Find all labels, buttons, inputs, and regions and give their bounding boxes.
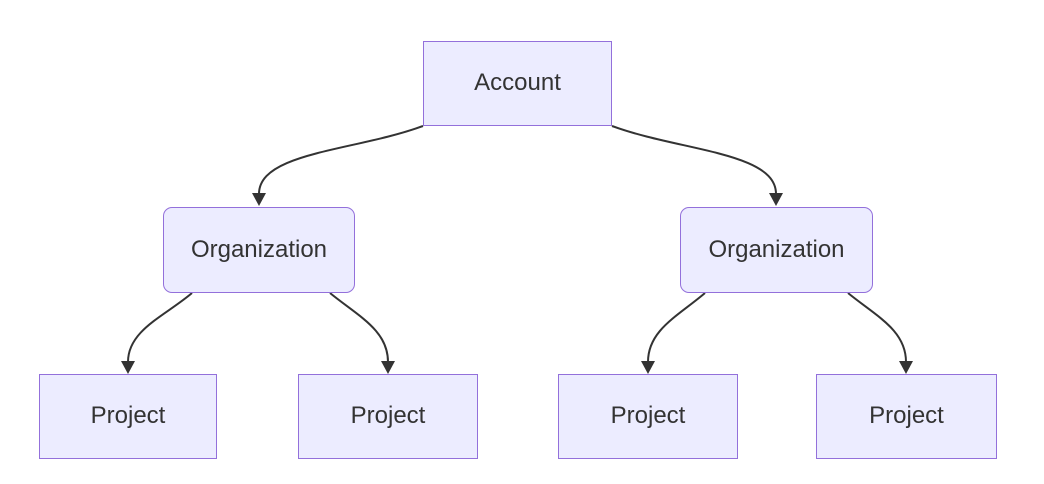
edge-organization-2-project-4 bbox=[847, 292, 907, 363]
node-label-project-3: Project bbox=[610, 402, 686, 430]
arrowhead-icon-project-3 bbox=[641, 361, 655, 374]
node-project-3: Project bbox=[558, 374, 738, 459]
arrowhead-icon-organization-2 bbox=[769, 193, 783, 206]
node-label-account: Account bbox=[474, 69, 561, 97]
node-project-4: Project bbox=[816, 374, 997, 459]
node-label-project-1: Project bbox=[90, 402, 166, 430]
node-label-project-4: Project bbox=[869, 402, 944, 430]
node-label-organization-1: Organization bbox=[190, 235, 328, 263]
edge-organization-1-project-2 bbox=[329, 292, 389, 363]
arrowhead-icon-project-2 bbox=[381, 361, 395, 374]
node-project-1: Project bbox=[39, 374, 217, 459]
arrowhead-icon-project-1 bbox=[121, 361, 135, 374]
edge-account-organization-1 bbox=[258, 125, 424, 195]
arrowhead-icon-organization-1 bbox=[252, 193, 266, 206]
node-label-project-2: Project bbox=[350, 402, 426, 430]
arrowhead-icon-project-4 bbox=[899, 361, 913, 374]
node-organization-2: Organization bbox=[680, 207, 873, 293]
node-label-organization-2: Organization bbox=[708, 235, 845, 263]
edge-account-organization-2 bbox=[611, 125, 777, 195]
node-account: Account bbox=[423, 41, 612, 126]
node-organization-1: Organization bbox=[163, 207, 355, 293]
node-project-2: Project bbox=[298, 374, 478, 459]
edge-organization-1-project-1 bbox=[127, 292, 193, 363]
edge-organization-2-project-3 bbox=[647, 292, 706, 363]
